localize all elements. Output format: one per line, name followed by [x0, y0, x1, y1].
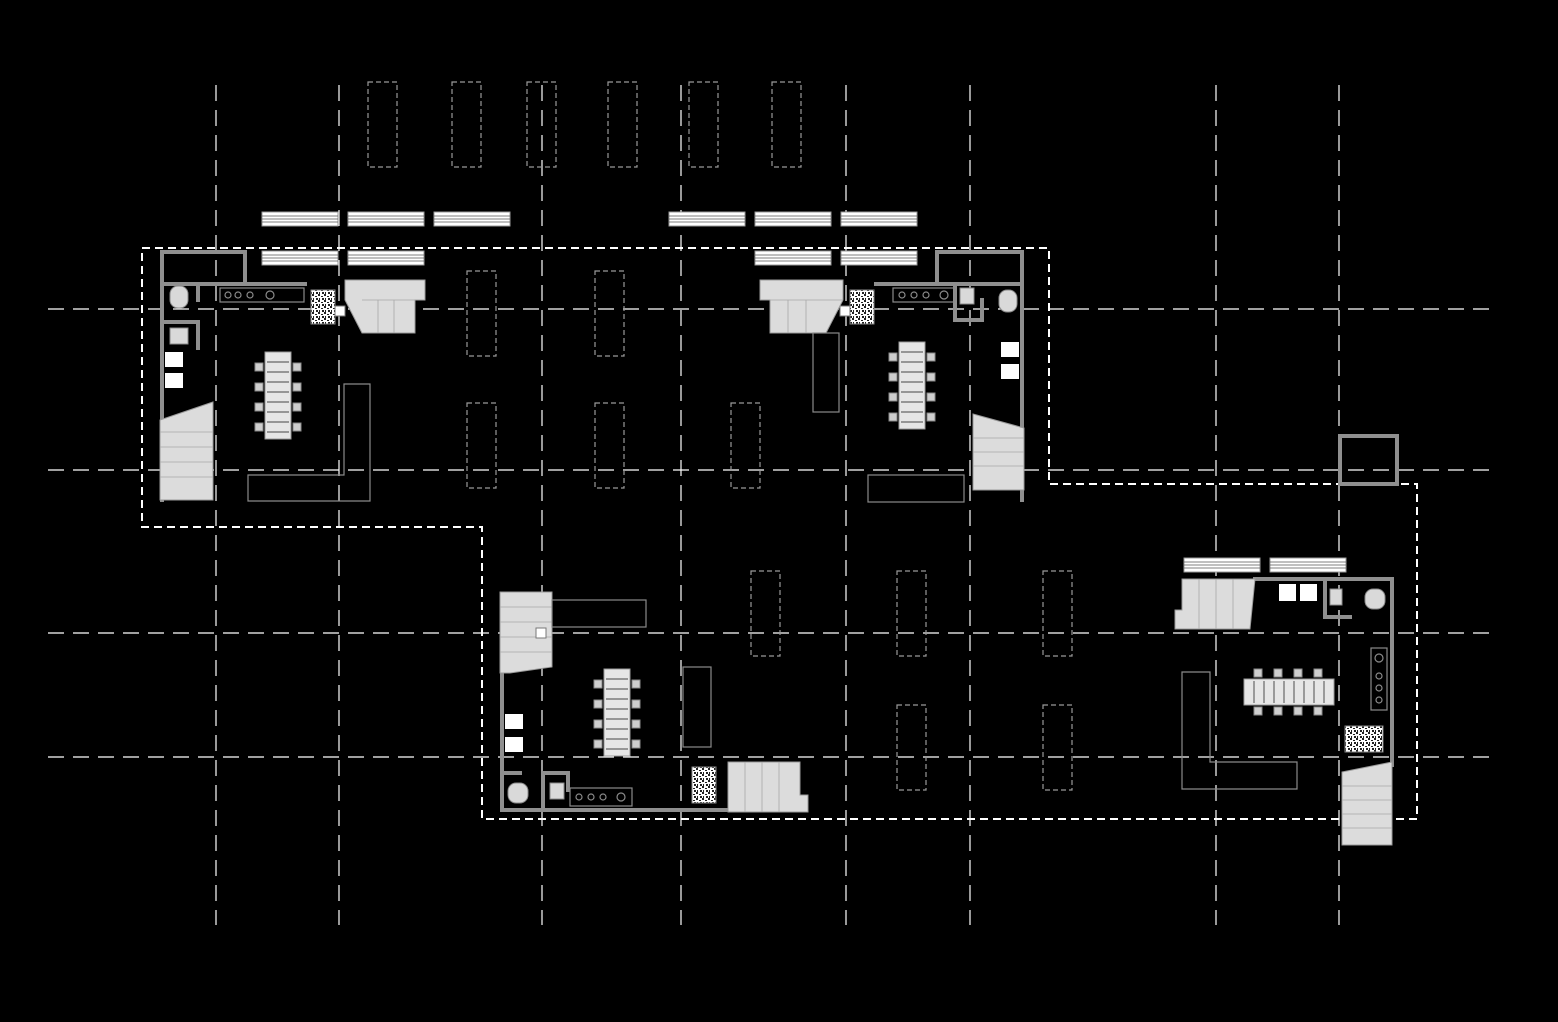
stove-icon: [691, 766, 717, 804]
counter-bar: [551, 599, 647, 628]
seat-icon: [165, 373, 183, 388]
dining-table: [603, 668, 631, 757]
sink-icon: [549, 782, 565, 800]
kitchen-counter: [892, 287, 956, 303]
seat-icon: [165, 352, 183, 367]
sink-icon: [959, 287, 975, 305]
sofa: [247, 383, 371, 502]
seat-icon: [1279, 584, 1296, 601]
stair-left: [159, 401, 214, 501]
seat-icon: [1001, 364, 1019, 379]
toilet-icon: [507, 782, 529, 804]
stair-bottom-left: [499, 591, 553, 674]
seat-icon: [1300, 584, 1317, 601]
stair-top-left: [344, 279, 426, 334]
stair-bottom: [727, 761, 809, 813]
sofa: [867, 474, 965, 503]
toilet-icon: [1364, 588, 1386, 610]
stove-icon: [310, 289, 336, 325]
seat-icon: [505, 737, 523, 752]
entry-pavilion: [1338, 434, 1399, 486]
kitchen-counter: [1370, 647, 1388, 711]
stove-icon: [849, 289, 875, 325]
unit-bottom-right: [1174, 577, 1394, 846]
sofa: [682, 666, 712, 748]
solar-rails: [261, 211, 1347, 573]
kitchen-counter: [569, 787, 633, 807]
stair-bottom-right: [1341, 761, 1393, 846]
kitchen-counter: [219, 287, 305, 303]
stair-top: [1174, 578, 1256, 630]
dining-table: [898, 341, 926, 430]
toilet-icon: [998, 289, 1018, 313]
dining-table: [264, 351, 292, 440]
stove-icon: [1344, 725, 1384, 753]
counter-bar: [812, 332, 840, 413]
stair-top-right: [759, 279, 844, 334]
sink-icon: [169, 327, 189, 345]
building-outline: [141, 247, 1418, 820]
seat-icon: [1001, 342, 1019, 357]
unit-bottom-center: [499, 591, 809, 813]
parking-spaces: [367, 81, 1073, 791]
unit-top-left: [159, 250, 426, 502]
unit-top-right: [759, 250, 1025, 503]
dining-table: [1243, 678, 1335, 706]
sink-icon: [1329, 588, 1343, 606]
sofa: [1181, 671, 1298, 790]
toilet-icon: [169, 285, 189, 309]
seat-icon: [505, 714, 523, 729]
